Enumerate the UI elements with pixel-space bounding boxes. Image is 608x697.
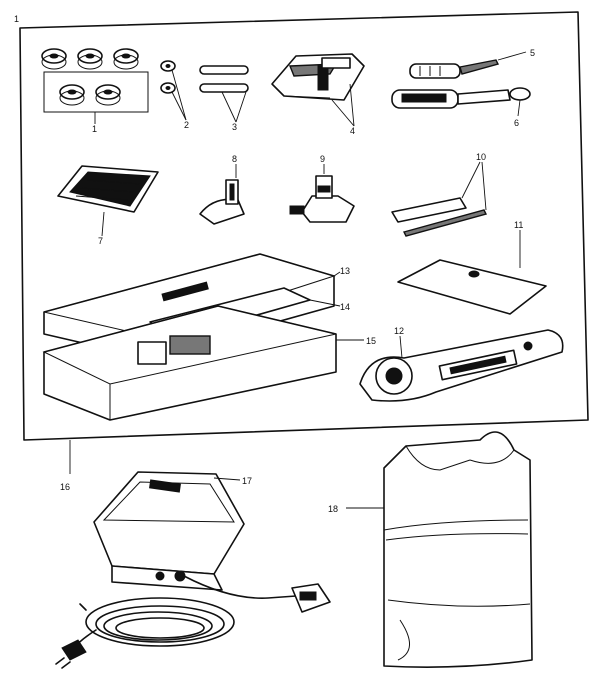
spool-pin — [199, 83, 249, 93]
callout-8: 8 — [232, 154, 237, 164]
buttonhole-foot-part — [289, 164, 355, 223]
callout-1: 1 — [92, 124, 97, 134]
callout-17: 17 — [242, 476, 252, 486]
callout-18: 18 — [328, 504, 338, 514]
wall-plug — [61, 639, 87, 661]
callout-3: 3 — [232, 122, 237, 132]
throat-plate-part — [397, 230, 547, 315]
bobbins-part — [41, 48, 149, 124]
power-cord — [85, 597, 235, 647]
large-screwdriver-part — [391, 87, 531, 117]
seam-ripper — [391, 197, 467, 223]
hemmer-foot — [199, 198, 245, 225]
throat-plate — [397, 259, 547, 315]
hemmer-foot-part — [199, 164, 245, 225]
spool-felt-part — [160, 60, 187, 121]
callout-9: 9 — [320, 154, 325, 164]
lint-brush — [402, 209, 488, 237]
callout-10: 10 — [476, 152, 486, 162]
buttonhole-attachment-part — [359, 329, 564, 402]
small-screwdriver — [409, 63, 461, 79]
bobbin-group-bracket — [43, 71, 149, 113]
small-screwdriver-part — [409, 51, 527, 79]
bobbin — [41, 48, 67, 70]
needle-pack-part — [57, 165, 159, 237]
callout-1-top: 1 — [14, 14, 19, 24]
callout-2: 2 — [184, 120, 189, 130]
zipper-foot-part — [271, 53, 365, 127]
seam-ripper-part — [391, 161, 488, 237]
bobbin — [77, 48, 103, 70]
accessory-frame — [19, 11, 589, 441]
box-compartment — [137, 341, 167, 365]
callout-4: 4 — [350, 126, 355, 136]
carrying-cover-part — [346, 431, 533, 668]
spool-pin — [199, 65, 249, 75]
spool-pins-part — [199, 65, 249, 123]
bobbin — [59, 84, 85, 106]
callout-15: 15 — [366, 336, 376, 346]
callout-14: 14 — [340, 302, 350, 312]
callout-12: 12 — [394, 326, 404, 336]
bobbin — [113, 48, 139, 70]
foot-controller-part — [55, 471, 331, 669]
callout-13: 13 — [340, 266, 350, 276]
callout-7: 7 — [98, 236, 103, 246]
callout-6: 6 — [514, 118, 519, 128]
carrying-cover — [383, 431, 533, 668]
buttonhole-foot — [301, 195, 355, 223]
callout-16: 16 — [60, 482, 70, 492]
callout-5: 5 — [530, 48, 535, 58]
callout-11: 11 — [514, 220, 523, 230]
accessory-box-part — [42, 253, 364, 421]
bobbin — [95, 84, 121, 106]
